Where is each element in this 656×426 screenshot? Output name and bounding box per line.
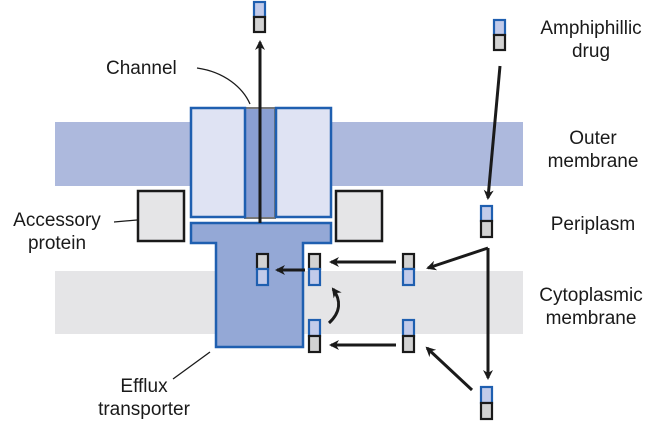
arrow-flip-up <box>327 287 342 325</box>
label-outer-membrane-line2: membrane <box>547 151 639 172</box>
arrow-periplasm-split <box>426 246 489 271</box>
label-cytoplasmic-membrane-line1: Cytoplasmic <box>539 285 643 306</box>
drug-membrane-upper-flipped <box>307 252 322 287</box>
channel-block-right <box>274 106 333 219</box>
drug-membrane-lower-left <box>307 318 322 354</box>
drug-in-transporter <box>255 252 270 287</box>
label-periplasm: Periplasm <box>550 214 636 235</box>
label-amphiphilic-drug-line1: Amphiphillic <box>540 18 642 39</box>
accessory-leader-line <box>113 219 138 223</box>
label-channel: Channel <box>106 58 177 79</box>
label-outer-membrane: Outer membrane <box>535 127 651 173</box>
label-outer-membrane-line1: Outer <box>569 128 617 149</box>
label-cytoplasmic-membrane-line2: membrane <box>545 308 637 329</box>
transporter-leader-line <box>172 351 211 380</box>
label-cytoplasmic-membrane: Cytoplasmic membrane <box>528 284 654 330</box>
arrow-drug-to-periplasm <box>483 65 502 200</box>
label-amphiphilic-drug: Amphiphillic drug <box>530 17 652 63</box>
label-accessory-protein: Accessory protein <box>0 209 114 255</box>
label-efflux-transporter: Efflux transporter <box>84 375 204 421</box>
label-accessory-protein-line2: protein <box>27 233 87 254</box>
label-efflux-transporter-line2: transporter <box>98 399 190 420</box>
label-efflux-transporter-line1: Efflux <box>120 376 168 397</box>
accessory-protein-left <box>136 189 186 243</box>
drug-membrane-lower-right <box>401 318 416 354</box>
drug-exported <box>252 0 267 34</box>
drug-periplasm <box>479 204 494 239</box>
accessory-protein-right <box>334 189 384 243</box>
channel-block-left <box>189 106 247 219</box>
label-accessory-protein-line1: Accessory <box>13 210 101 231</box>
label-amphiphilic-drug-line2: drug <box>571 41 611 62</box>
channel-leader-line <box>196 67 251 105</box>
arrow-cytoplasm-up <box>425 346 474 392</box>
drug-cytoplasm <box>479 385 494 421</box>
drug-membrane-upper-right <box>401 252 416 287</box>
drug-outside <box>492 18 507 52</box>
